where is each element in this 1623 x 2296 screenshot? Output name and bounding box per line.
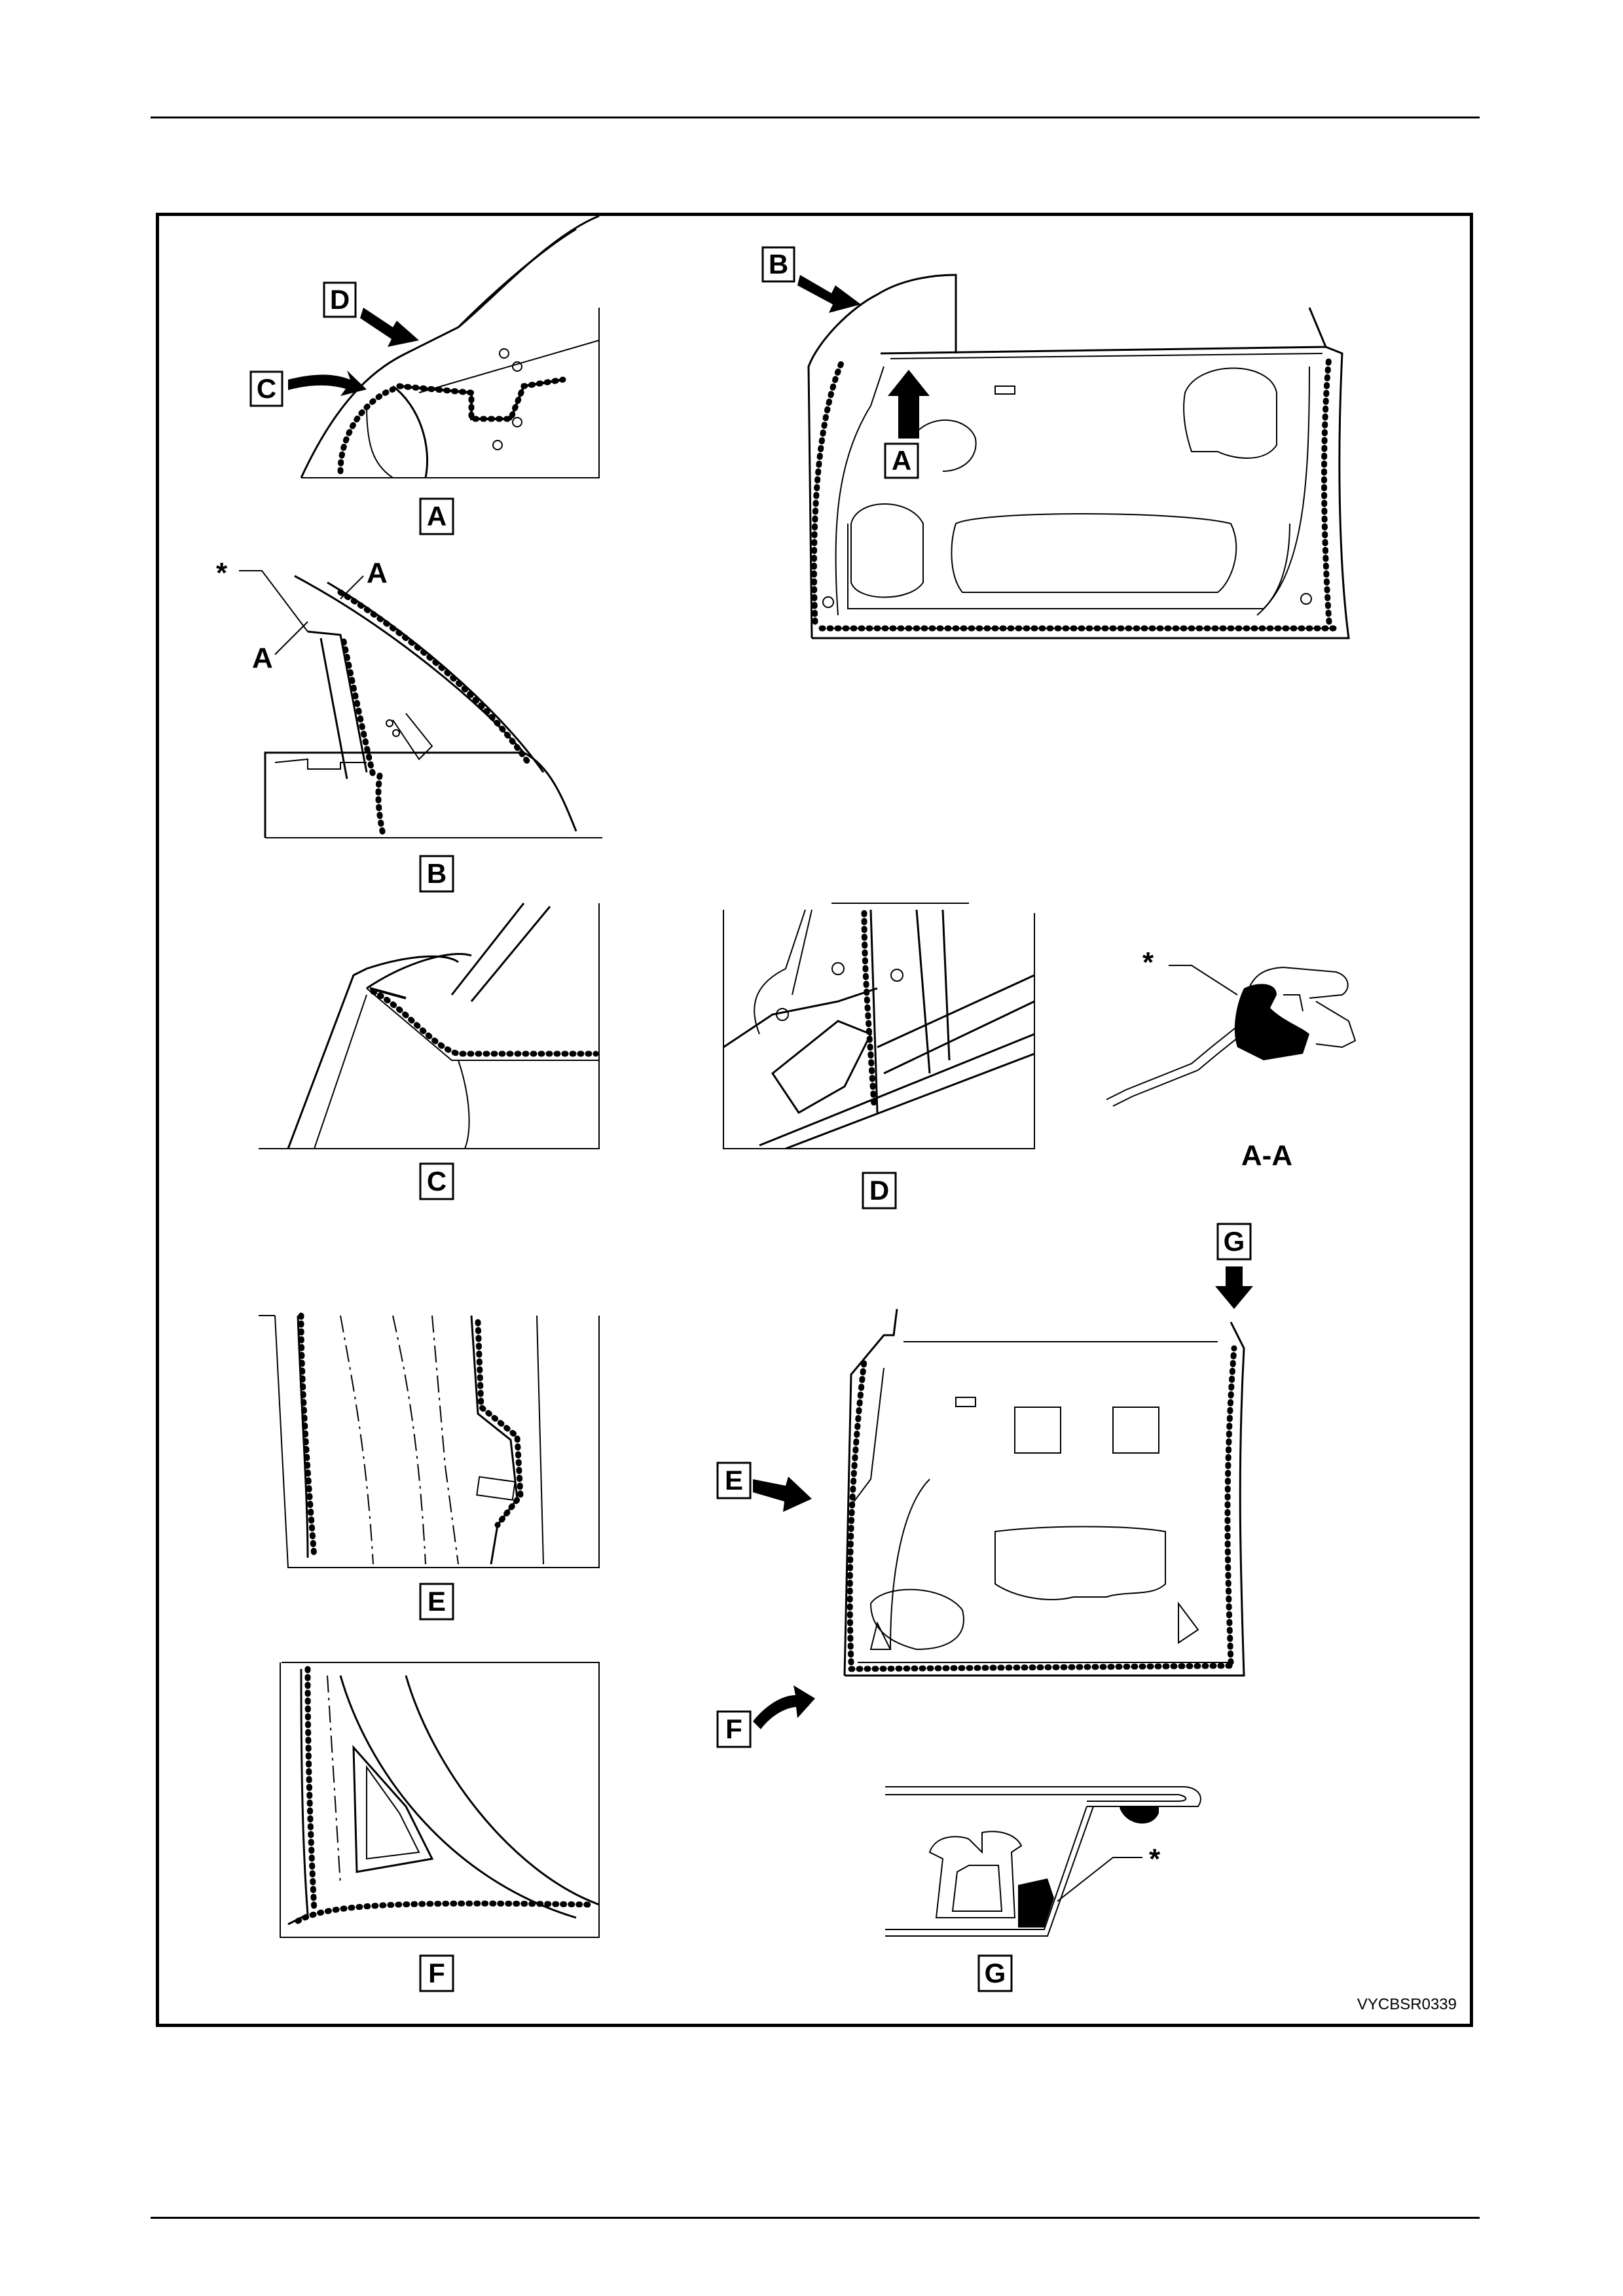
label-e-side: E	[725, 1465, 743, 1496]
label-d-top: D	[330, 284, 350, 315]
label-f-side: F	[725, 1713, 742, 1744]
label-c-top: C	[257, 373, 276, 404]
door-rear-view	[845, 1309, 1244, 1676]
sealant-section-g-upper	[1120, 1806, 1159, 1823]
arrow-b-marker: B	[763, 247, 861, 313]
arrow-a-marker: A	[885, 370, 930, 478]
arrow-f-marker: F	[718, 1685, 815, 1747]
arrow-c-icon	[288, 370, 367, 396]
detail-e-view	[259, 1316, 599, 1568]
detail-c-view	[259, 903, 599, 1149]
caption-c: C	[427, 1166, 447, 1196]
arrow-a-icon	[888, 370, 930, 439]
door-main-view	[809, 275, 1349, 638]
caption-f: F	[428, 1958, 445, 1988]
asterisk-g: *	[1149, 1843, 1161, 1875]
arrow-d-marker: D	[324, 283, 419, 347]
section-mark-a-upper: A	[367, 557, 388, 589]
leader-a-a	[1169, 965, 1237, 995]
arrow-g-icon	[1215, 1266, 1253, 1309]
detail-d-view	[723, 903, 1034, 1149]
caption-e: E	[428, 1586, 446, 1617]
sealant-section-g-lower	[1018, 1878, 1054, 1928]
caption-b: B	[427, 858, 447, 889]
leader-g	[1057, 1857, 1142, 1901]
detail-f-view	[280, 1662, 599, 1937]
arrow-g-marker: G	[1215, 1224, 1253, 1309]
caption-g: G	[985, 1958, 1006, 1988]
section-a-a-title: A-A	[1241, 1139, 1292, 1172]
label-b-top: B	[769, 249, 788, 279]
detail-b-view	[265, 576, 602, 838]
asterisk-a-a: *	[1142, 946, 1154, 978]
arrow-b-icon	[797, 275, 861, 313]
section-mark-a-lower: A	[252, 642, 273, 674]
label-g-top: G	[1224, 1226, 1245, 1257]
arrow-f-icon	[753, 1685, 815, 1729]
arrow-d-icon	[360, 308, 419, 347]
caption-d: D	[869, 1175, 889, 1206]
arrow-e-icon	[753, 1477, 812, 1512]
label-a-arrow: A	[892, 445, 911, 476]
asterisk-b: *	[216, 557, 228, 589]
detail-a-view	[301, 216, 599, 478]
image-code: VYCBSR0339	[1357, 1996, 1457, 2013]
section-a-a-view	[1106, 967, 1355, 1106]
arrow-e-marker: E	[718, 1463, 812, 1512]
caption-a: A	[427, 501, 447, 531]
arrow-c-marker: C	[251, 370, 367, 406]
